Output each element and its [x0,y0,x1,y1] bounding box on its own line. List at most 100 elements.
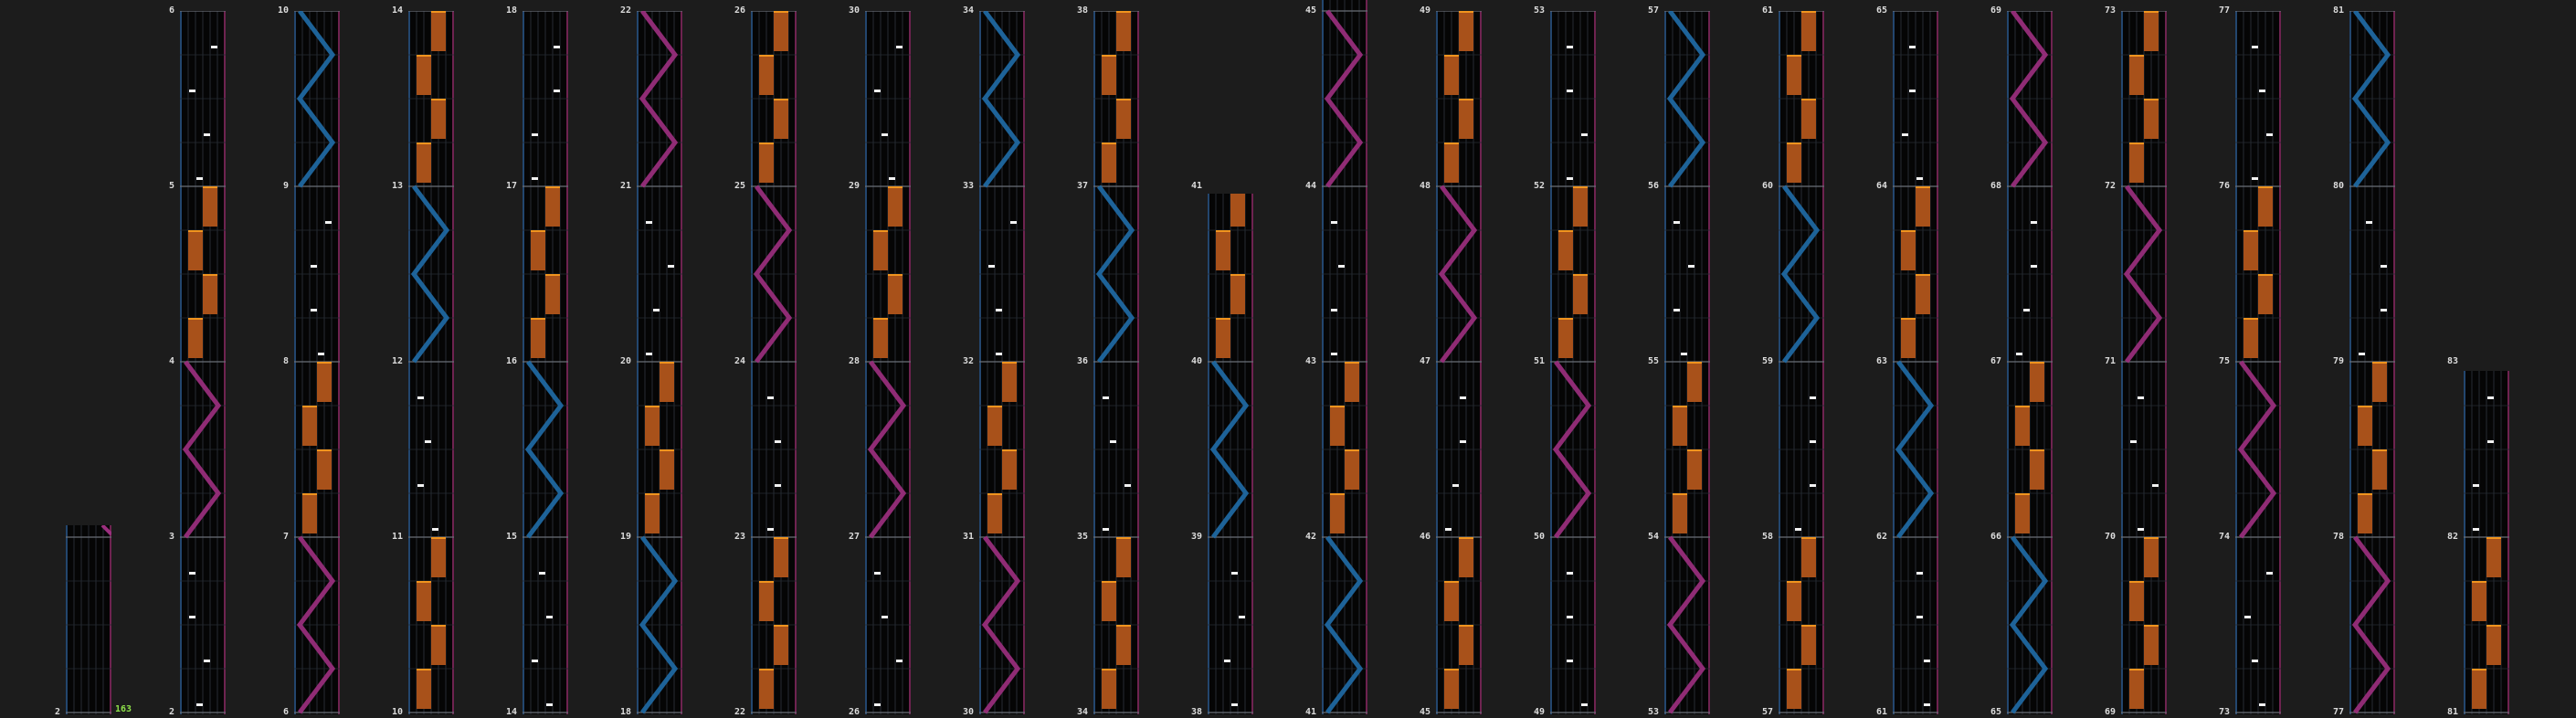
measure-number: 74 [2219,532,2231,542]
lane-column[interactable] [637,11,682,714]
measure-number: 30 [849,5,860,16]
measure-number: 36 [1077,356,1089,366]
lane-column[interactable] [751,11,797,714]
measure-number: 77 [2219,5,2231,16]
lane-graphics [979,11,1025,714]
lane-graphics [523,11,568,714]
measure-number: 60 [1762,181,1774,191]
lane-graphics [2007,11,2053,714]
measure-number: 81 [2333,5,2345,16]
measure-number: 54 [1648,532,1660,542]
lane-column[interactable] [1779,11,1824,714]
measure-number: 41 [1305,707,1317,717]
measure-number: 82 [2447,532,2459,542]
lane-column[interactable] [1550,11,1596,714]
measure-number: 26 [734,5,746,16]
measure-number: 31 [963,532,975,542]
measure-number: 23 [734,532,746,542]
lane-graphics [180,11,226,714]
lane-column[interactable] [1893,11,1938,714]
lane-column[interactable] [865,11,911,714]
measure-number: 19 [620,532,632,542]
measure-number: 7 [283,532,290,542]
lane-graphics [2235,11,2281,714]
measure-number: 5 [169,181,175,191]
measure-number: 57 [1762,707,1774,717]
measure-number: 2 [169,707,175,717]
measure-number: 47 [1420,356,1431,366]
lane-graphics [408,11,454,714]
lane-graphics [294,11,340,714]
lane-column[interactable] [2349,11,2395,714]
measure-number: 10 [392,707,404,717]
lane-column[interactable] [2235,11,2281,714]
measure-number: 22 [734,707,746,717]
lane-column[interactable] [2464,371,2509,714]
measure-number: 18 [506,5,518,16]
lane-graphics [66,525,111,714]
lane-graphics [1664,11,1710,714]
bpm-label: 163 [115,704,132,714]
lane-column[interactable] [1436,11,1482,714]
measure-number: 33 [963,181,975,191]
measure-number: 28 [849,356,860,366]
measure-number: 38 [1191,707,1203,717]
measure-number: 44 [1305,181,1317,191]
measure-number: 15 [506,532,518,542]
lane-graphics [1093,11,1139,714]
measure-number: 48 [1420,181,1431,191]
measure-number: 75 [2219,356,2231,366]
lane-column[interactable] [2007,11,2053,714]
measure-number: 18 [620,707,632,717]
measure-number: 80 [2333,181,2345,191]
measure-number: 8 [283,356,290,366]
measure-number: 38 [1077,5,1089,16]
measure-number: 13 [392,181,404,191]
measure-number: 45 [1305,5,1317,16]
lane-column[interactable] [979,11,1025,714]
measure-number: 63 [1876,356,1888,366]
measure-number: 50 [1534,532,1546,542]
lane-column[interactable] [523,11,568,714]
lane-column[interactable] [1093,11,1139,714]
lane-graphics [637,11,682,714]
measure-number: 32 [963,356,975,366]
measure-number: 70 [2105,532,2117,542]
lane-column[interactable] [180,11,226,714]
lane-graphics [1893,11,1938,714]
measure-number: 57 [1648,5,1660,16]
lane-graphics [1322,0,1367,714]
lane-column[interactable] [2121,11,2167,714]
measure-number: 65 [1990,707,2002,717]
lane-graphics [2349,11,2395,714]
lane-graphics [2121,11,2167,714]
measure-number: 35 [1077,532,1089,542]
measure-number: 4 [169,356,175,366]
lane-column[interactable] [294,11,340,714]
measure-number: 2 [55,707,61,717]
measure-number: 55 [1648,356,1660,366]
measure-number: 68 [1990,181,2002,191]
measure-number: 64 [1876,181,1888,191]
lane-graphics [751,11,797,714]
measure-number: 52 [1534,181,1546,191]
measure-number: 43 [1305,356,1317,366]
measure-number: 58 [1762,532,1774,542]
measure-number: 51 [1534,356,1546,366]
measure-number: 46 [1420,532,1431,542]
lane-column[interactable] [1322,0,1367,714]
measure-number: 11 [392,532,404,542]
measure-number: 26 [849,707,860,717]
measure-number: 53 [1534,5,1546,16]
lane-column[interactable] [1664,11,1710,714]
measure-number: 62 [1876,532,1888,542]
measure-number: 14 [392,5,404,16]
lane-column[interactable] [1208,194,1253,714]
lane-column[interactable] [66,525,111,714]
lane-column[interactable] [408,11,454,714]
measure-number: 41 [1191,181,1203,191]
measure-number: 25 [734,181,746,191]
measure-number: 22 [620,5,632,16]
measure-number: 40 [1191,356,1203,366]
